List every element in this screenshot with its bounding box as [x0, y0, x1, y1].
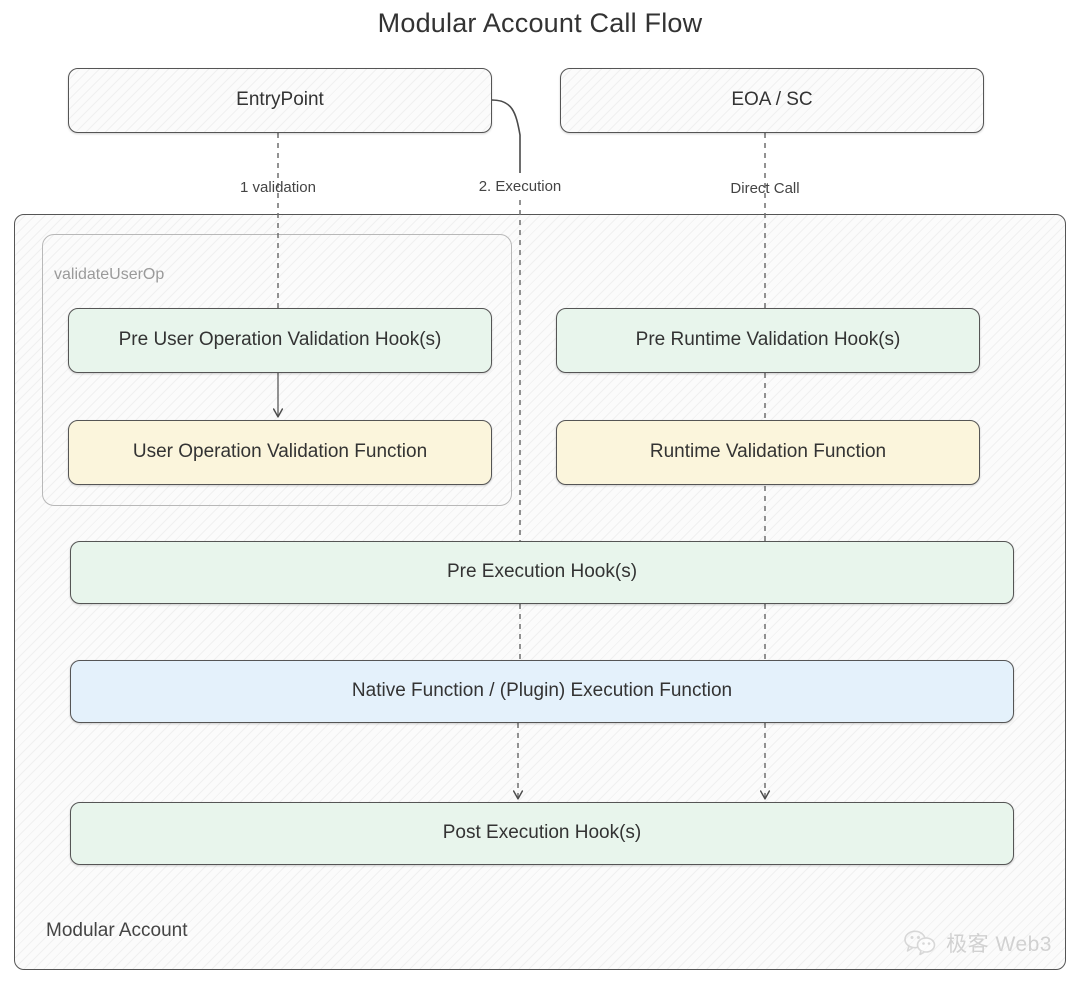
node-pre-user-op-validation-hook[interactable]: Pre User Operation Validation Hook(s): [68, 308, 492, 373]
node-post-execution-hook-label: Post Execution Hook(s): [442, 822, 642, 844]
node-eoa-sc-label: EOA / SC: [731, 89, 813, 111]
node-runtime-validation-function[interactable]: Runtime Validation Function: [556, 420, 980, 485]
node-eoa-sc[interactable]: EOA / SC: [560, 68, 984, 133]
node-user-operation-validation-function[interactable]: User Operation Validation Function: [68, 420, 492, 485]
node-runtime-validation-function-label: Runtime Validation Function: [649, 441, 887, 463]
node-pre-runtime-validation-hook-label: Pre Runtime Validation Hook(s): [635, 329, 901, 351]
edge-entrypoint-execution-curve: [491, 99, 521, 173]
node-entrypoint-label: EntryPoint: [236, 89, 324, 111]
watermark-text: 极客 Web3: [946, 933, 1052, 956]
page-title: Modular Account Call Flow: [377, 8, 703, 38]
wechat-icon: [904, 930, 936, 956]
node-pre-execution-hook[interactable]: Pre Execution Hook(s): [70, 541, 1014, 604]
node-pre-execution-hook-label: Pre Execution Hook(s): [446, 561, 638, 583]
node-native-execution-function[interactable]: Native Function / (Plugin) Execution Fun…: [70, 660, 1014, 723]
edge-label-validation: 1 validation: [240, 179, 316, 196]
node-entrypoint[interactable]: EntryPoint: [68, 68, 492, 133]
node-pre-user-op-validation-hook-label: Pre User Operation Validation Hook(s): [118, 329, 442, 351]
node-user-operation-validation-function-label: User Operation Validation Function: [132, 441, 428, 463]
edge-label-execution: 2. Execution: [478, 178, 562, 195]
node-post-execution-hook[interactable]: Post Execution Hook(s): [70, 802, 1014, 865]
edge-label-direct-call: Direct Call: [730, 180, 800, 197]
watermark: 极客 Web3: [904, 928, 1052, 958]
node-pre-runtime-validation-hook[interactable]: Pre Runtime Validation Hook(s): [556, 308, 980, 373]
node-native-execution-function-label: Native Function / (Plugin) Execution Fun…: [351, 680, 733, 702]
container-validate-user-op-label: validateUserOp: [54, 266, 165, 283]
container-modular-account-label: Modular Account: [46, 920, 188, 941]
